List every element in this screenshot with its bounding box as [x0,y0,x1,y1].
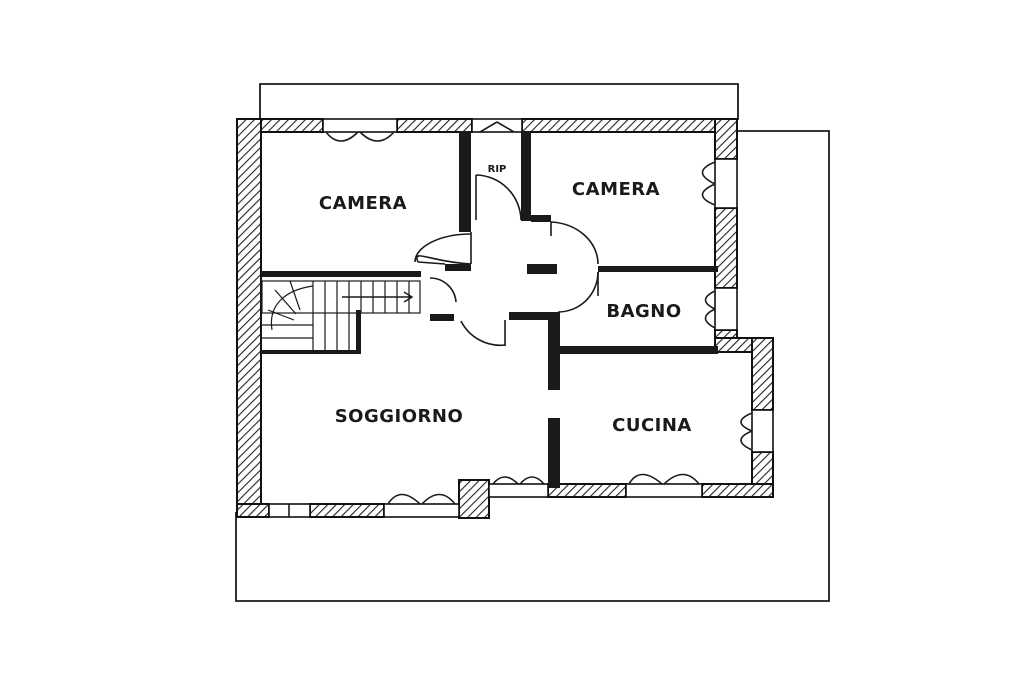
interior-walls [261,131,718,488]
room-label-cucina: CUCINA [612,415,692,436]
terrace-outline [235,83,830,602]
exterior-walls [236,118,774,519]
room-label-camera-left: CAMERA [319,193,407,214]
staircase [261,280,421,352]
room-label-rip: RIP [488,164,507,175]
windows [268,118,774,518]
room-label-soggiorno: SOGGIORNO [335,406,464,427]
room-label-bagno: BAGNO [606,301,681,322]
door-swings [414,174,599,347]
room-label-camera-right: CAMERA [572,179,660,200]
